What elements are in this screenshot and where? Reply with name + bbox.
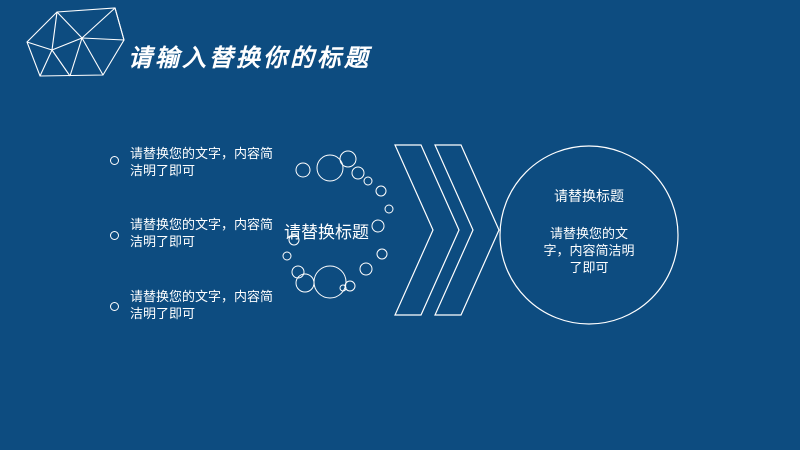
bubble-ring-icon xyxy=(282,150,394,299)
bullet-circle-icon xyxy=(110,302,119,311)
list-item-text: 请替换您的文字，内容简洁明了即可 xyxy=(130,290,274,322)
chevron-arrows-icon xyxy=(394,144,500,316)
polygon-logo-icon xyxy=(26,7,125,77)
bullet-circle-icon xyxy=(110,156,119,165)
circle-body: 请替换您的文字，内容简洁明了即可 xyxy=(543,227,635,276)
list-item-text: 请替换您的文字，内容简洁明了即可 xyxy=(130,147,274,179)
summary-circle xyxy=(499,145,679,325)
slide-title: 请输入替换你的标题 xyxy=(128,43,371,72)
circle-title: 请替换标题 xyxy=(554,189,624,205)
bullet-circle-icon xyxy=(110,231,119,240)
list-item-text: 请替换您的文字，内容简洁明了即可 xyxy=(130,218,274,250)
center-label: 请替换标题 xyxy=(284,223,369,243)
